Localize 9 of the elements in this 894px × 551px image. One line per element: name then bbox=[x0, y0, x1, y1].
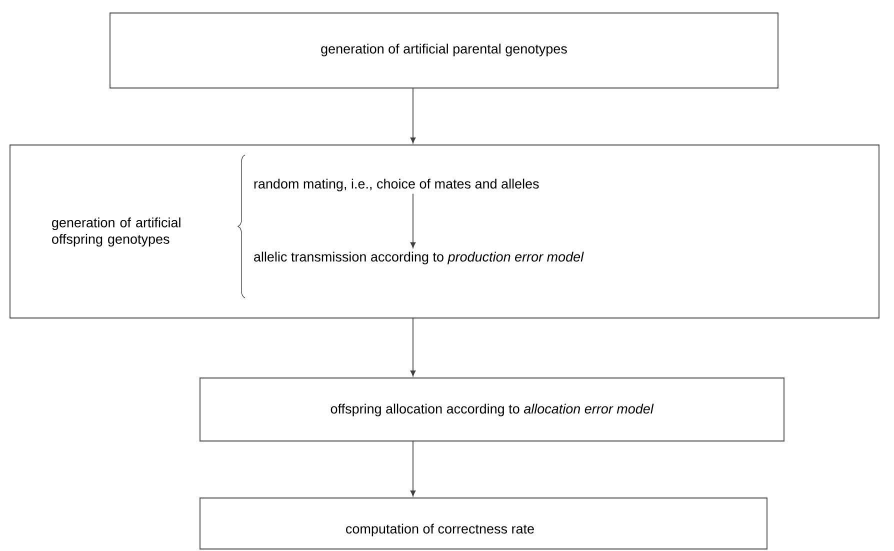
step-text: allelic transmission according to production error model bbox=[254, 252, 584, 264]
step-text: random mating, i.e., choice of mates and alleles bbox=[254, 178, 539, 192]
arrow bbox=[410, 318, 416, 376]
arrow bbox=[410, 88, 416, 144]
process-box: offspring allocation according to allocation error model bbox=[200, 378, 784, 442]
process-box: computation of correctness rate bbox=[200, 498, 768, 550]
arrow bbox=[410, 441, 416, 496]
process-box: generation of artificial parental genotypes bbox=[110, 12, 778, 88]
arrow bbox=[410, 193, 416, 248]
